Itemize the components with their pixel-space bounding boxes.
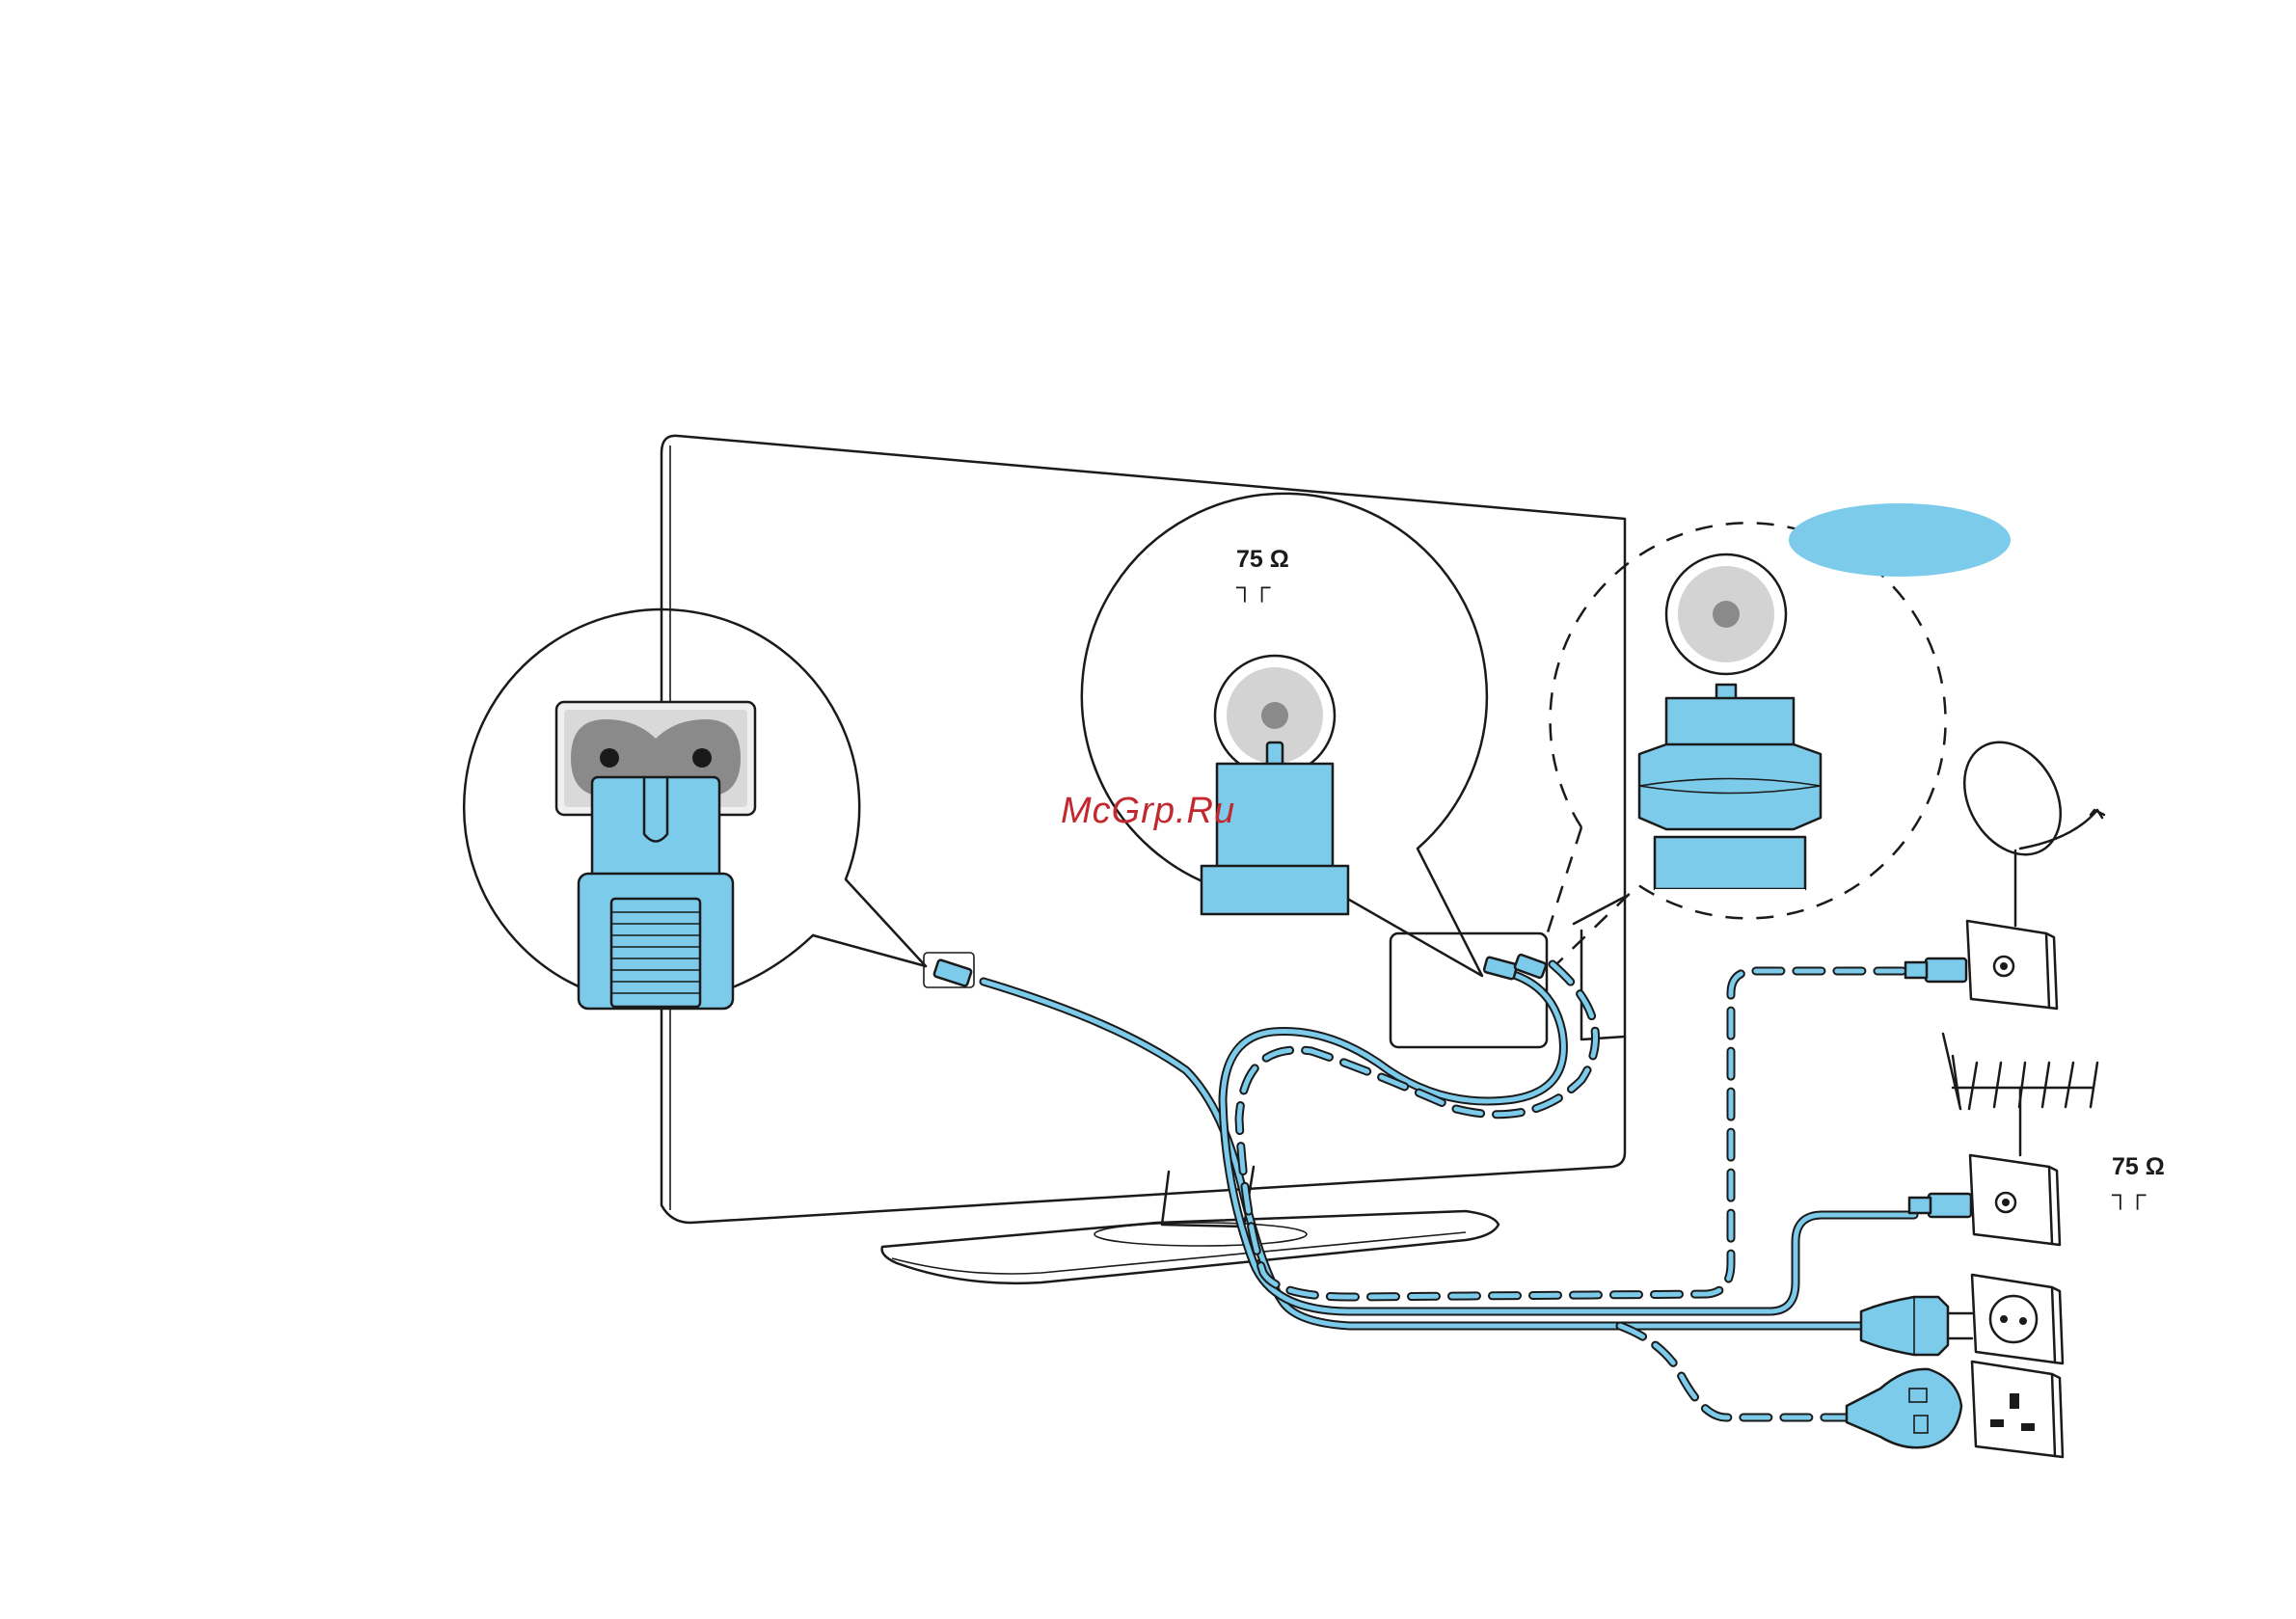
satellite-wall-outlet	[1905, 921, 2057, 1009]
cables	[933, 954, 1914, 1417]
terrestrial-antenna	[1943, 1034, 2097, 1155]
tv-stand	[882, 1167, 1499, 1283]
impedance-label-wall: 75 Ω┐┌	[2112, 1153, 2165, 1209]
f-connector-zoom	[1547, 503, 2011, 966]
antenna-wall-outlet	[1909, 1155, 2060, 1245]
uk-power-socket	[1972, 1362, 2063, 1457]
eu-power-socket	[1972, 1275, 2063, 1363]
power-socket-zoom	[464, 609, 926, 1009]
watermark: McGrp.Ru	[1061, 791, 1235, 832]
impedance-label-tv: 75 Ω┐┌	[1236, 546, 1289, 602]
eu-power-plug	[1861, 1297, 1972, 1355]
satellite-dish	[1945, 725, 2104, 926]
blank-label-bubble	[1789, 503, 2011, 577]
uk-power-plug	[1847, 1369, 1961, 1447]
